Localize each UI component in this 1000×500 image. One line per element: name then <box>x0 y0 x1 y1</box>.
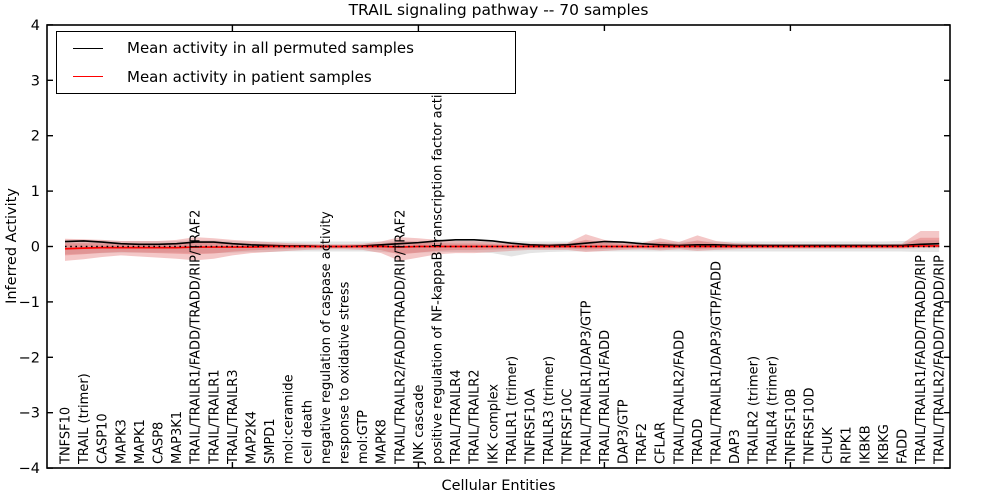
x-tick-label: positive regulation of NF-kappaB transcr… <box>431 70 446 464</box>
y-tick-label: 3 <box>31 73 40 89</box>
x-tick-label: TRAIL/TRAILR2/FADD/TRADD/RIP/TRAF2 <box>393 210 408 465</box>
x-tick-label: TNFRSF10C <box>561 388 576 465</box>
x-tick-label: TRAILR3 (trimer) <box>542 356 557 465</box>
x-tick-label: SMPD1 <box>263 418 278 464</box>
x-tick-label: MAPK8 <box>375 419 390 464</box>
x-tick-label: TRAIL/TRAILR4 <box>449 369 464 465</box>
x-tick-label: CHUK <box>821 427 836 464</box>
x-tick-label: TNFRSF10B <box>784 389 799 465</box>
x-tick-label: TRADD <box>691 419 706 465</box>
x-tick-label: TRAIL/TRAILR2 <box>468 369 483 465</box>
permuted-std-band <box>65 239 940 257</box>
x-tick-label: FADD <box>896 429 911 464</box>
y-tick-label: −2 <box>19 350 40 366</box>
x-tick-label: TRAIL/TRAILR1/FADD/TRADD/RIP/TRAF2 <box>189 210 204 465</box>
x-tick-label: MAP2K4 <box>245 411 260 464</box>
chart-title: TRAIL signaling pathway -- 70 samples <box>348 1 649 19</box>
x-tick-label: DAP3 <box>728 429 743 464</box>
y-tick-label: 1 <box>31 184 40 200</box>
x-tick-label: MAP3K1 <box>170 411 185 464</box>
x-tick-label: TRAIL/TRAILR1/DAP3/GTP/FADD <box>710 261 725 465</box>
legend-entry-permuted: Mean activity in all permuted samples <box>57 40 515 57</box>
y-tick-label: −4 <box>19 461 40 477</box>
x-tick-label: TRAIL/TRAILR1/FADD <box>598 330 613 465</box>
x-tick-label: MAPK1 <box>133 419 148 464</box>
legend: Mean activity in all permuted samples Me… <box>56 31 516 94</box>
x-tick-label: response to oxidative stress <box>338 281 353 464</box>
x-tick-label: CASP8 <box>152 422 167 464</box>
x-tick-label: TRAIL/TRAILR1/FADD/TRADD/RIP <box>914 255 929 465</box>
x-tick-label: TRAILR4 (trimer) <box>765 356 780 465</box>
x-tick-label: mol:GTP <box>356 410 371 464</box>
x-tick-label: TRAIL/TRAILR3 <box>226 369 241 465</box>
x-tick-label: IKBKG <box>877 424 892 464</box>
x-tick-label: TRAIL (trimer) <box>77 373 92 465</box>
x-tick-label: TRAIL/TRAILR1 <box>207 369 222 465</box>
x-tick-label: TRAIL/TRAILR2/FADD <box>672 330 687 465</box>
x-tick-label: mol:ceramide <box>282 374 297 464</box>
x-tick-label: TRAIL/TRAILR1/DAP3/GTP <box>579 300 594 465</box>
y-tick-label: 4 <box>31 18 40 34</box>
x-tick-label: JNK cascade <box>412 385 427 465</box>
legend-label: Mean activity in patient samples <box>127 67 372 86</box>
permuted-line-swatch <box>73 47 103 49</box>
legend-label: Mean activity in all permuted samples <box>127 39 414 57</box>
x-tick-label: TNFRSF10A <box>524 389 539 465</box>
x-tick-label: IKK complex <box>486 384 501 464</box>
x-tick-label: cell death <box>300 400 315 464</box>
y-tick-label: −3 <box>19 406 40 422</box>
x-tick-label: TRAILR2 (trimer) <box>747 356 762 465</box>
x-tick-label: CFLAR <box>654 422 669 464</box>
x-tick-label: MAPK3 <box>114 419 129 464</box>
x-tick-label: TRAF2 <box>635 423 650 465</box>
x-tick-label: TRAIL/TRAILR2/FADD/TRADD/RIP <box>933 255 948 465</box>
x-axis-label: Cellular Entities <box>441 478 556 494</box>
x-tick-label: negative regulation of caspase activity <box>319 211 334 464</box>
x-tick-label: CASP10 <box>96 413 111 464</box>
x-tick-label: TNFSF10 <box>59 407 74 465</box>
x-tick-label: TRAILR1 (trimer) <box>505 356 520 465</box>
x-tick-label: TNFRSF10D <box>803 388 818 465</box>
x-tick-label: IKBKB <box>858 425 873 464</box>
legend-entry-patient: Mean activity in patient samples <box>57 67 515 86</box>
patient-line-swatch <box>73 76 103 78</box>
y-tick-label: 0 <box>31 240 40 256</box>
x-tick-label: RIPK1 <box>840 426 855 464</box>
y-axis-label: Inferred Activity <box>4 188 20 304</box>
x-tick-label: DAP3/GTP <box>617 399 632 464</box>
y-tick-label: −1 <box>19 295 40 311</box>
permuted-mean-line <box>64 239 940 248</box>
y-tick-label: 2 <box>31 129 40 145</box>
